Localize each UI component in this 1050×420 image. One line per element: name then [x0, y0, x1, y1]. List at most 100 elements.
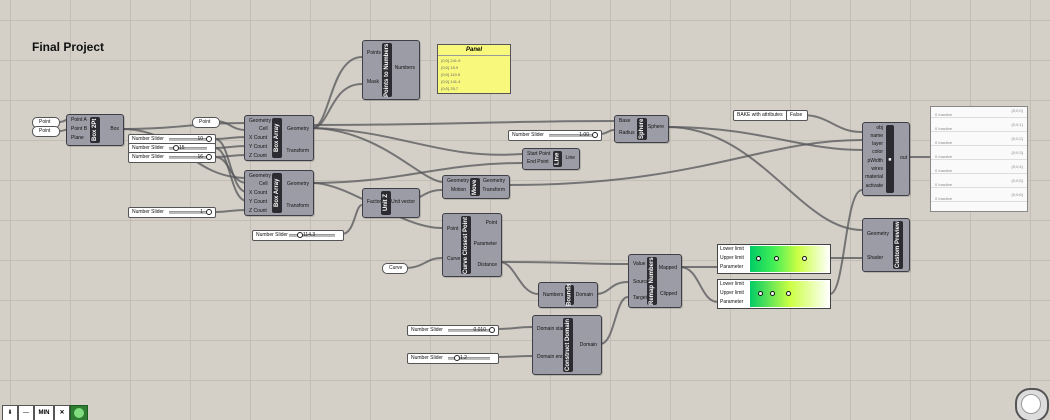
gradient-grip[interactable]: [770, 291, 775, 296]
min-button[interactable]: MIN: [34, 405, 54, 420]
download-icon[interactable]: ⬇: [2, 405, 18, 420]
data-panel[interactable]: Panel {0;0} 241.9 {0;0} 15.9 {0;0} 119.5…: [437, 44, 511, 94]
number-slider[interactable]: Number Slider 16: [128, 152, 216, 163]
input-label: name: [870, 133, 883, 139]
output-label: Line: [565, 155, 575, 161]
input-label: X Count: [249, 135, 268, 141]
slider-label: Number Slider: [132, 136, 164, 142]
slider-knob[interactable]: [297, 232, 303, 238]
row-text: 0 Inactive: [935, 196, 953, 201]
output-label: Point: [485, 220, 497, 226]
output-label: Box: [110, 126, 119, 132]
box-2pt-component[interactable]: Point A Point B Plane Box 2Pt Box: [66, 114, 124, 146]
component-name: Remap Numbers: [647, 257, 657, 305]
slider-knob[interactable]: [206, 209, 212, 215]
points-to-numbers-component[interactable]: Points Mask Points to Numbers Numbers: [362, 40, 420, 100]
number-slider[interactable]: Number Slider 1.2: [407, 353, 499, 364]
panel-line: {0;0} 241.9: [441, 58, 461, 63]
navigation-compass[interactable]: [1015, 388, 1049, 420]
slider-knob[interactable]: [206, 154, 212, 160]
wire: [595, 281, 629, 295]
preview-mode-icon[interactable]: [70, 405, 88, 420]
slider-value: 1: [200, 209, 203, 215]
gradient-component[interactable]: Lower limit Upper limit Parameter: [717, 279, 831, 309]
output-label: Domain: [575, 292, 593, 298]
sphere-icon: [74, 408, 84, 418]
slider-value: 1.00: [579, 132, 589, 138]
wire: [496, 355, 533, 358]
gradient-grip[interactable]: [786, 291, 791, 296]
slider-knob[interactable]: [173, 145, 179, 151]
output-row: {0;0;5}0 Inactive: [931, 177, 1027, 188]
gradient-component[interactable]: Lower limit Upper limit Parameter: [717, 244, 831, 274]
dash-icon[interactable]: —: [18, 405, 34, 420]
input-label: Y Count: [249, 144, 267, 150]
input-label: Target: [633, 295, 647, 301]
input-label: Curve: [447, 256, 461, 262]
input-label: Factor: [367, 199, 382, 205]
custom-preview-component[interactable]: Geometry Shader Custom Preview: [862, 218, 910, 272]
unit-z-component[interactable]: Factor Unit Z Unit vector: [362, 188, 420, 218]
slider-knob[interactable]: [489, 327, 495, 333]
line-component[interactable]: Start Point End Point Line Line: [522, 148, 580, 170]
slider-knob[interactable]: [592, 132, 598, 138]
gradient-grip[interactable]: [802, 256, 807, 261]
wire: [829, 189, 863, 295]
remap-numbers-component[interactable]: Value Source Target Remap Numbers Mapped…: [628, 254, 682, 308]
row-tag: {0;0;0}: [1011, 108, 1023, 113]
row-text: 0 Inactive: [935, 182, 953, 187]
output-label: Transform: [286, 148, 309, 154]
panel-line: {0;0} 141.4: [441, 79, 461, 84]
output-label: Distance: [477, 262, 497, 268]
input-label: Point B: [71, 126, 88, 132]
wire: [496, 326, 533, 330]
row-tag: {0;0;1}: [1011, 122, 1023, 127]
number-slider[interactable]: Number Slider 114.3: [252, 230, 344, 241]
input-label: Geometry: [867, 231, 889, 237]
curve-param[interactable]: Curve: [382, 263, 408, 274]
output-label: Domain: [579, 342, 597, 348]
output-panel[interactable]: {0;0;0} 0 Inactive {0;0;1} 0 Inactive {0;0…: [930, 106, 1028, 212]
output-label: Sphere: [647, 124, 664, 130]
gradient-grip[interactable]: [774, 256, 779, 261]
number-slider[interactable]: Number Slider 1.00: [508, 130, 602, 141]
output-label: Geometry: [287, 126, 309, 132]
wire: [679, 266, 719, 303]
close-icon[interactable]: ✕: [54, 405, 70, 420]
point-param[interactable]: Point: [32, 126, 60, 137]
bake-component[interactable]: obj name layer color pWidth wires materi…: [862, 122, 910, 196]
component-name: Sphere: [637, 118, 647, 140]
output-label: Mapped: [658, 265, 677, 271]
output-label: Parameter: [473, 241, 497, 247]
point-param[interactable]: Point: [192, 117, 220, 128]
bounds-component[interactable]: Numbers Bounds Domain: [538, 282, 598, 308]
number-slider[interactable]: Number Slider 0.010: [407, 325, 499, 336]
wire: [666, 126, 863, 231]
box-array-component[interactable]: Geometry Cell X Count Y Count Z Count Bo…: [244, 170, 314, 216]
input-label: Point: [447, 226, 459, 232]
panel-line: {0;0} 119.5: [441, 72, 461, 77]
slider-value: 16: [197, 154, 203, 160]
output-label: Transform: [286, 203, 309, 209]
curve-closest-point-component[interactable]: Point Curve Curve Closest Point Point Pa…: [442, 213, 502, 277]
move-component[interactable]: Geometry Motion Move Geometry Transform: [442, 175, 510, 199]
input-label: Y Count: [249, 199, 267, 205]
slider-track: [169, 156, 207, 159]
gradient-grip[interactable]: [756, 256, 761, 261]
slider-knob[interactable]: [206, 136, 212, 142]
input-label: Cell: [259, 126, 268, 132]
input-label: Geometry: [249, 118, 271, 124]
output-label: Numbers: [394, 65, 415, 71]
panel-title: Panel: [438, 45, 510, 56]
input-label: Plane: [71, 135, 84, 141]
construct-domain-component[interactable]: Domain start Domain end Construct Domain…: [532, 315, 602, 375]
gradient-grip[interactable]: [758, 291, 763, 296]
wire: [403, 257, 443, 269]
box-array-component[interactable]: Geometry Cell X Count Y Count Z Count Bo…: [244, 115, 314, 161]
slider-knob[interactable]: [454, 355, 460, 361]
sphere-component[interactable]: Base Radius Sphere Sphere: [614, 115, 669, 143]
component-name: Move: [470, 178, 480, 196]
number-slider[interactable]: Number Slider 1: [128, 207, 216, 218]
bake-toggle[interactable]: False: [786, 110, 808, 121]
